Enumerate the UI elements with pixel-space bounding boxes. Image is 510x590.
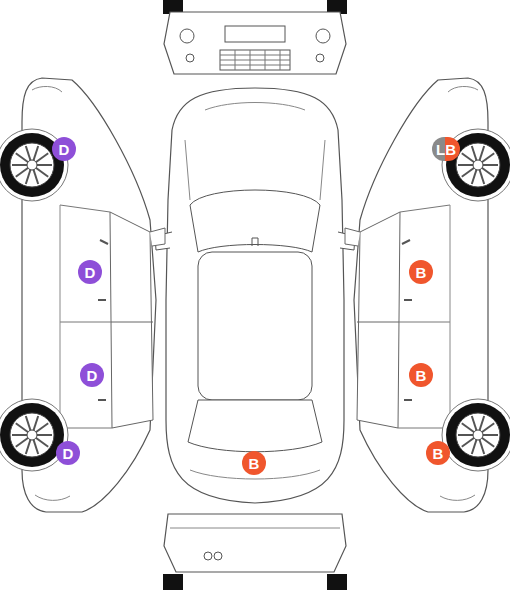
damage-code: B bbox=[416, 368, 427, 383]
damage-marker: B bbox=[409, 363, 433, 387]
damage-marker: B bbox=[426, 441, 450, 465]
damage-code: B bbox=[249, 456, 260, 471]
damage-marker: LB bbox=[432, 137, 460, 161]
damage-code: D bbox=[87, 368, 98, 383]
damage-marker: D bbox=[56, 441, 80, 465]
damage-marker: D bbox=[52, 137, 76, 161]
damage-code: D bbox=[85, 265, 96, 280]
damage-code: D bbox=[63, 446, 74, 461]
damage-marker: B bbox=[242, 451, 266, 475]
damage-marker: D bbox=[80, 363, 104, 387]
damage-code: LB bbox=[436, 142, 456, 157]
damage-code: D bbox=[59, 142, 70, 157]
damage-code: B bbox=[433, 446, 444, 461]
damage-marker: B bbox=[409, 260, 433, 284]
damage-marker: D bbox=[78, 260, 102, 284]
damage-code: B bbox=[416, 265, 427, 280]
